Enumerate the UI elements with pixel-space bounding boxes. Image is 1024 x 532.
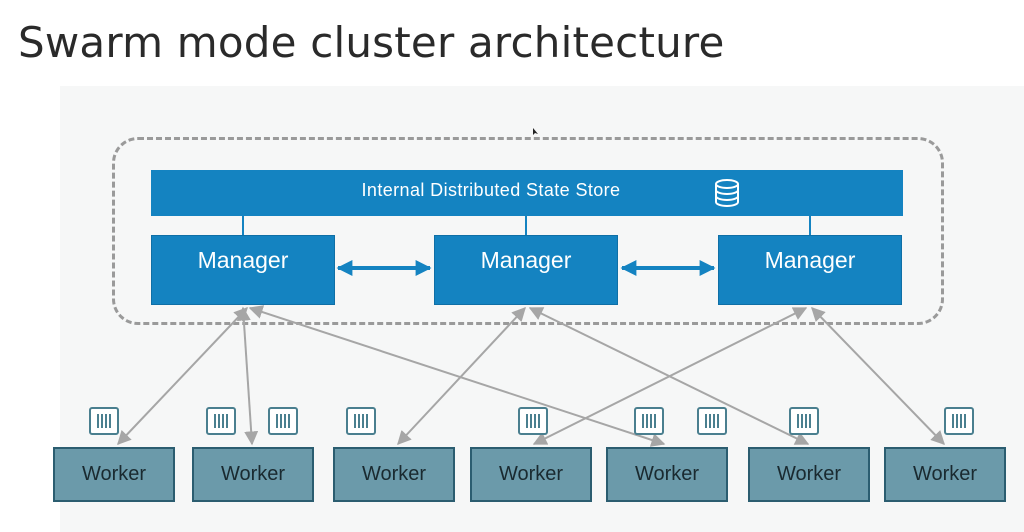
worker-link-7 [811, 306, 945, 446]
container-icon [346, 407, 376, 435]
worker-link-1 [117, 306, 248, 446]
worker-node-4: Worker [470, 447, 592, 502]
container-icon [789, 407, 819, 435]
container-icon [518, 407, 548, 435]
manager-node-2: Manager [434, 235, 618, 305]
container-icon [268, 407, 298, 435]
mouse-cursor-icon [533, 128, 538, 135]
worker-node-7: Worker [884, 447, 1006, 502]
state-store-bar: Internal Distributed State Store [151, 170, 903, 216]
container-icon [697, 407, 727, 435]
manager-node-3: Manager [718, 235, 902, 305]
worker-link-2 [236, 306, 259, 446]
state-store-label: Internal Distributed State Store [361, 180, 621, 200]
worker-link-5 [248, 305, 666, 447]
slide-title: Swarm mode cluster architecture [18, 18, 725, 67]
worker-node-1: Worker [53, 447, 175, 502]
manager-node-1: Manager [151, 235, 335, 305]
container-icon [634, 407, 664, 435]
worker-node-6: Worker [748, 447, 870, 502]
container-icon [89, 407, 119, 435]
worker-node-3: Worker [333, 447, 455, 502]
container-icon [206, 407, 236, 435]
worker-link-6 [528, 307, 810, 445]
worker-node-2: Worker [192, 447, 314, 502]
container-icon [944, 407, 974, 435]
worker-node-5: Worker [606, 447, 728, 502]
worker-link-3 [397, 306, 526, 446]
database-icon [715, 179, 739, 207]
